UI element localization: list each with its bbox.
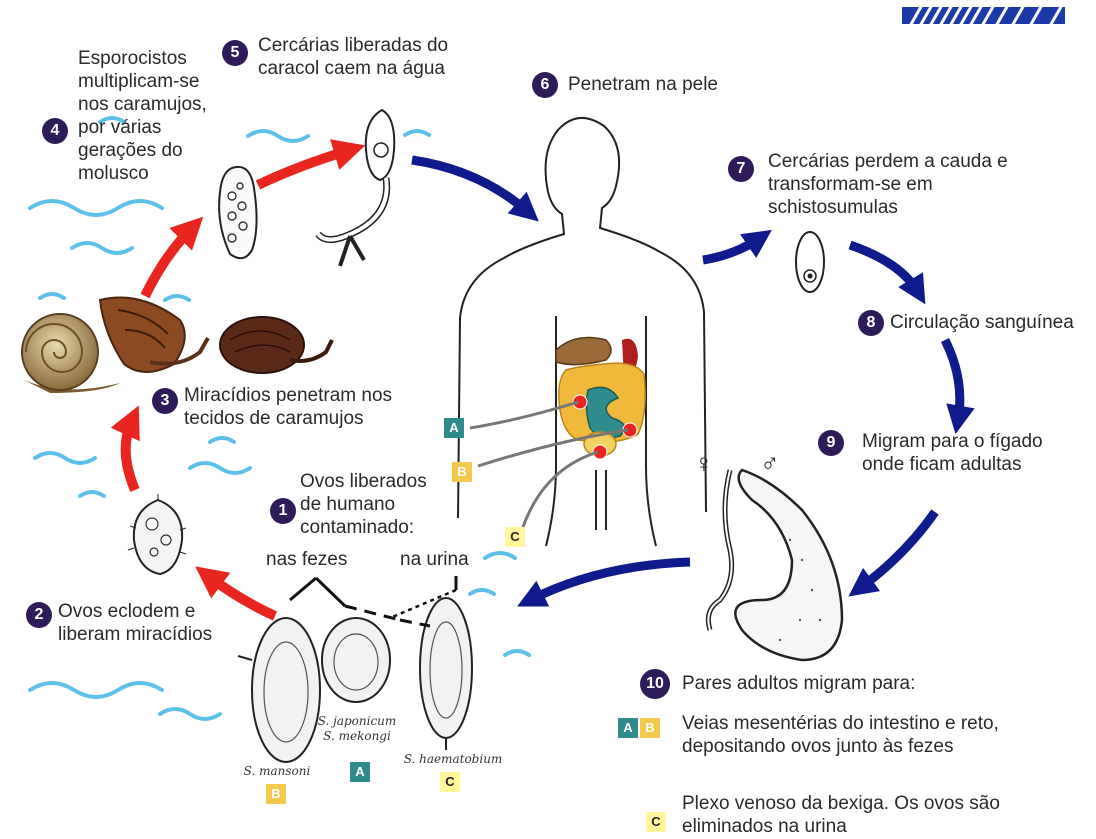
step-8-number: 8 bbox=[858, 310, 884, 336]
female-symbol: ♀ bbox=[694, 450, 714, 476]
step-1-feces-label: nas fezes bbox=[266, 548, 347, 571]
step-3-text: Miracídios penetram nos tecidos de caram… bbox=[184, 384, 392, 430]
step-6-text: Penetram na pele bbox=[568, 73, 718, 96]
logo-stripes bbox=[902, 5, 1065, 26]
egg-badge-japonicum: A bbox=[350, 762, 370, 782]
step-2-number: 2 bbox=[26, 602, 52, 628]
body-badge-a: A bbox=[444, 418, 464, 438]
egg-label-japonicum: S. japonicum S. mekongi bbox=[312, 714, 402, 744]
body-badge-b: B bbox=[452, 462, 472, 482]
step-3-number: 3 bbox=[152, 388, 178, 414]
snail-dark bbox=[220, 317, 332, 373]
egg-badge-haematobium: C bbox=[440, 772, 460, 792]
step-10-number: 10 bbox=[640, 669, 670, 699]
step-10-text: Pares adultos migram para: bbox=[682, 672, 915, 695]
egg-s-haematobium bbox=[420, 598, 472, 750]
step-9-text: Migram para o fígado onde ficam adultas bbox=[862, 430, 1043, 476]
sporocyst-illustration bbox=[219, 167, 256, 258]
step-6-number: 6 bbox=[532, 72, 558, 98]
egg-s-japonicum bbox=[322, 618, 390, 702]
step-7-number: 7 bbox=[728, 156, 754, 182]
step-7-text: Cercárias perdem a cauda e transformam-s… bbox=[768, 150, 1008, 219]
step-1-text: Ovos liberados de humano contaminado: bbox=[300, 470, 427, 539]
step-4-text: Esporocistos multiplicam-se nos caramujo… bbox=[78, 47, 207, 185]
adult-worm-pair bbox=[708, 470, 842, 660]
egg-badge-mansoni: B bbox=[266, 784, 286, 804]
step-4-number: 4 bbox=[42, 118, 68, 144]
step-5-text: Cercárias liberadas do caracol caem na á… bbox=[258, 34, 448, 80]
dest-badge-b: B bbox=[640, 718, 660, 738]
dest-c-text: Plexo venoso da bexiga. Os ovos são elim… bbox=[682, 792, 1000, 838]
step-9-number: 9 bbox=[818, 430, 844, 456]
human-body-outline bbox=[458, 118, 706, 546]
egg-label-haematobium: S. haematobium bbox=[398, 752, 508, 767]
dest-badge-a: A bbox=[618, 718, 638, 738]
step-8-text: Circulação sanguínea bbox=[890, 311, 1074, 334]
body-badge-c: C bbox=[505, 527, 525, 547]
egg-label-mansoni: S. mansoni bbox=[232, 764, 322, 779]
step-1-number: 1 bbox=[270, 498, 296, 524]
snail-conical bbox=[100, 298, 208, 373]
step-1-urine-label: na urina bbox=[400, 548, 469, 571]
egg-s-mansoni bbox=[238, 618, 320, 762]
miracidium-illustration bbox=[128, 494, 186, 574]
step-2-text: Ovos eclodem e liberam miracídios bbox=[58, 600, 212, 646]
schistosomulum-illustration bbox=[796, 232, 824, 292]
male-symbol: ♂ bbox=[760, 450, 780, 476]
cercaria-illustration bbox=[318, 110, 394, 266]
blue-arrows bbox=[412, 160, 960, 600]
dest-badge-c: C bbox=[646, 812, 666, 832]
step-5-number: 5 bbox=[222, 40, 248, 66]
dest-ab-text: Veias mesentérias do intestino e reto, d… bbox=[682, 712, 999, 758]
